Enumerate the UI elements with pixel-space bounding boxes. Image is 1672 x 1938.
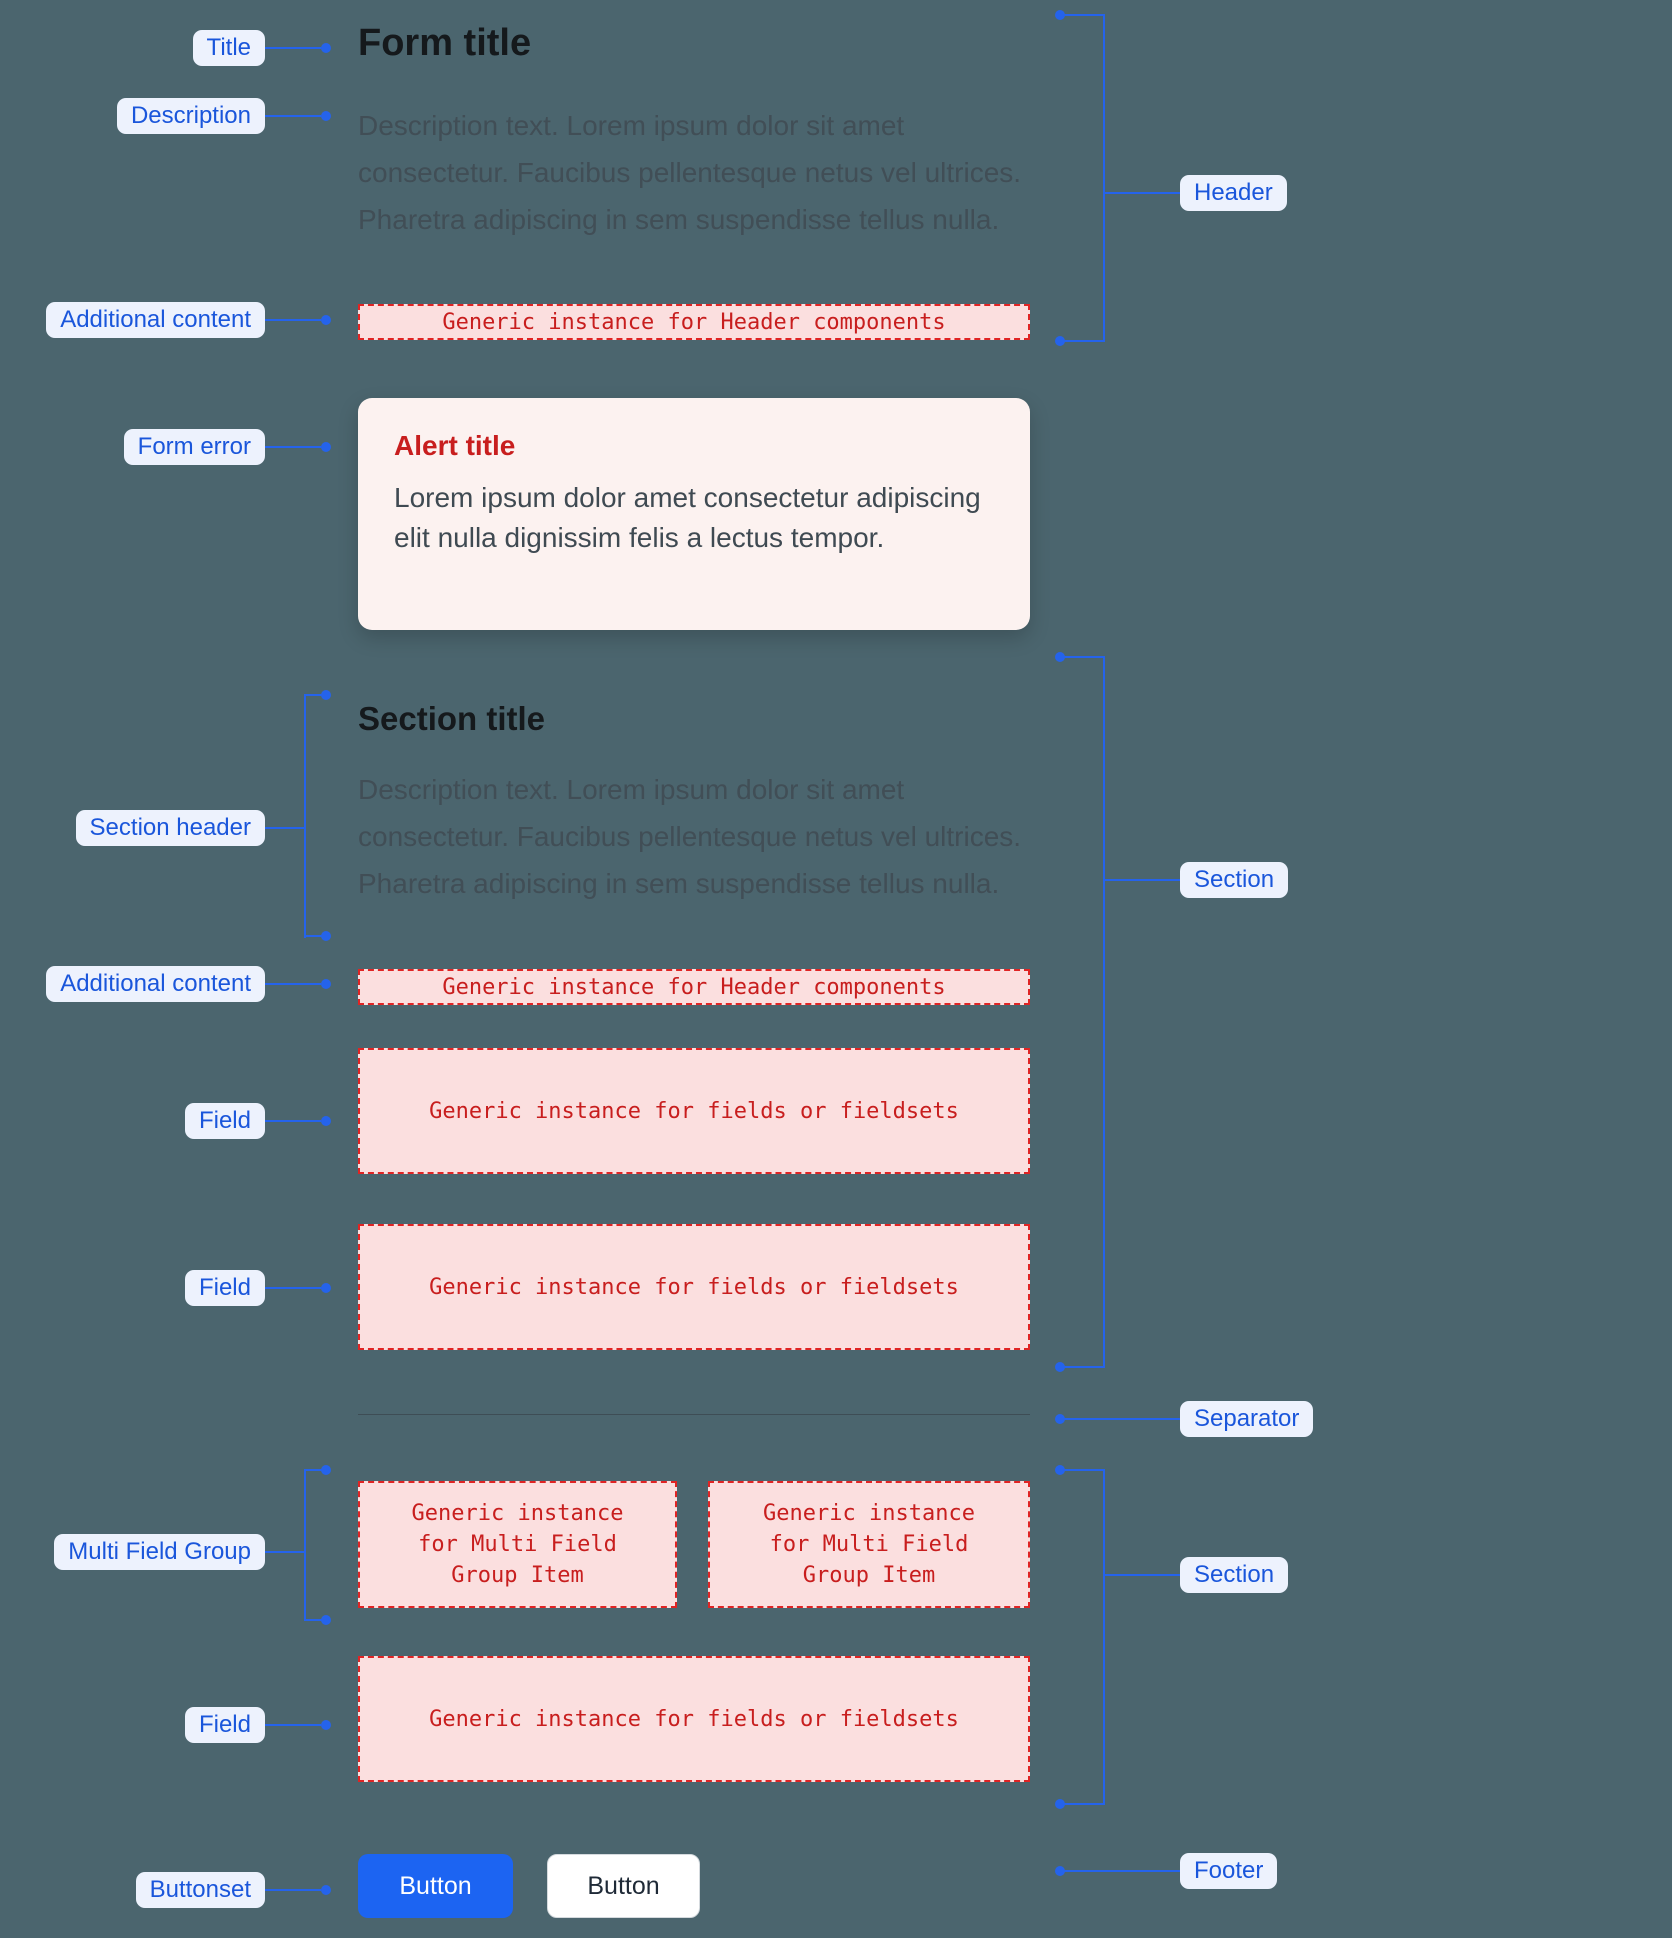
annotation-buttonset: Buttonset xyxy=(135,1872,265,1908)
connector-dot xyxy=(321,442,331,452)
connector-dot xyxy=(321,931,331,941)
connector-dot xyxy=(321,1283,331,1293)
primary-button[interactable]: Button xyxy=(358,1854,513,1918)
header-additional-content-placeholder: Generic instance for Header components xyxy=(358,304,1030,340)
connector-line xyxy=(265,47,321,49)
annotation-field: Field xyxy=(184,1270,265,1306)
connector-line xyxy=(1103,879,1180,881)
form-error-alert: Alert title Lorem ipsum dolor amet conse… xyxy=(358,398,1030,630)
annotation-section: Section xyxy=(1180,1557,1289,1593)
alert-body: Lorem ipsum dolor amet consectetur adipi… xyxy=(394,482,981,553)
annotation-section-header: Section header xyxy=(75,810,265,846)
connector-dot xyxy=(321,1885,331,1895)
section-additional-content-placeholder: Generic instance for Header components xyxy=(358,969,1030,1005)
form-description: Description text. Lorem ipsum dolor sit … xyxy=(358,110,1022,235)
connector-line xyxy=(304,1469,306,1621)
connector-line xyxy=(1064,656,1105,658)
connector-line xyxy=(304,935,322,937)
connector-line xyxy=(265,1120,321,1122)
connector-line xyxy=(304,1619,322,1621)
annotation-field: Field xyxy=(184,1103,265,1139)
connector-dot xyxy=(321,43,331,53)
connector-dot xyxy=(321,1615,331,1625)
connector-line xyxy=(1064,1803,1105,1805)
multi-field-group-item-placeholder: Generic instance for Multi Field Group I… xyxy=(358,1481,677,1608)
connector-line xyxy=(1103,656,1105,1368)
secondary-button[interactable]: Button xyxy=(547,1854,700,1918)
connector-dot xyxy=(1055,1866,1065,1876)
connector-dot xyxy=(1055,10,1065,20)
connector-dot xyxy=(321,315,331,325)
connector-line xyxy=(1064,1870,1180,1872)
annotation-multi-field-group: Multi Field Group xyxy=(54,1534,265,1570)
connector-line xyxy=(304,694,322,696)
connector-line xyxy=(1103,1574,1180,1576)
connector-line xyxy=(1064,1366,1105,1368)
connector-line xyxy=(1064,1418,1180,1420)
connector-dot xyxy=(1055,1414,1065,1424)
annotation-additional-content: Additional content xyxy=(46,966,265,1002)
connector-line xyxy=(1103,14,1105,342)
connector-dot xyxy=(321,690,331,700)
connector-dot xyxy=(321,979,331,989)
connector-line xyxy=(265,1724,321,1726)
connector-line xyxy=(1064,340,1105,342)
connector-line xyxy=(1064,1469,1105,1471)
connector-line xyxy=(1064,14,1105,16)
separator-line xyxy=(358,1414,1030,1415)
field-placeholder: Generic instance for fields or fieldsets xyxy=(358,1048,1030,1174)
connector-line xyxy=(265,1551,305,1553)
connector-line xyxy=(265,1287,321,1289)
section-title: Section title xyxy=(358,700,546,737)
annotation-description: Description xyxy=(116,98,265,134)
connector-dot xyxy=(1055,652,1065,662)
field-placeholder: Generic instance for fields or fieldsets xyxy=(358,1224,1030,1350)
alert-title: Alert title xyxy=(394,430,516,461)
connector-line xyxy=(265,983,321,985)
annotation-header: Header xyxy=(1180,175,1287,211)
connector-dot xyxy=(1055,1799,1065,1809)
annotation-section: Section xyxy=(1180,862,1289,898)
form-title: Form title xyxy=(358,22,532,64)
field-placeholder: Generic instance for fields or fieldsets xyxy=(358,1656,1030,1782)
annotation-additional-content: Additional content xyxy=(46,302,265,338)
connector-line xyxy=(265,446,321,448)
connector-line xyxy=(265,1889,321,1891)
connector-line xyxy=(304,694,306,938)
connector-dot xyxy=(321,1720,331,1730)
connector-dot xyxy=(1055,336,1065,346)
annotation-separator: Separator xyxy=(1180,1401,1314,1437)
annotation-footer: Footer xyxy=(1180,1853,1278,1889)
connector-line xyxy=(265,827,305,829)
connector-line xyxy=(304,1469,322,1471)
section-description: Description text. Lorem ipsum dolor sit … xyxy=(358,774,1022,899)
connector-dot xyxy=(1055,1362,1065,1372)
connector-line xyxy=(1103,1469,1105,1805)
annotation-form-error: Form error xyxy=(123,429,265,465)
multi-field-group-item-placeholder: Generic instance for Multi Field Group I… xyxy=(708,1481,1030,1608)
connector-dot xyxy=(321,1116,331,1126)
connector-line xyxy=(1103,192,1180,194)
connector-line xyxy=(265,319,321,321)
connector-dot xyxy=(321,111,331,121)
connector-line xyxy=(265,115,321,117)
annotation-field: Field xyxy=(184,1707,265,1743)
connector-dot xyxy=(1055,1465,1065,1475)
annotation-title: Title xyxy=(192,30,265,66)
connector-dot xyxy=(321,1465,331,1475)
